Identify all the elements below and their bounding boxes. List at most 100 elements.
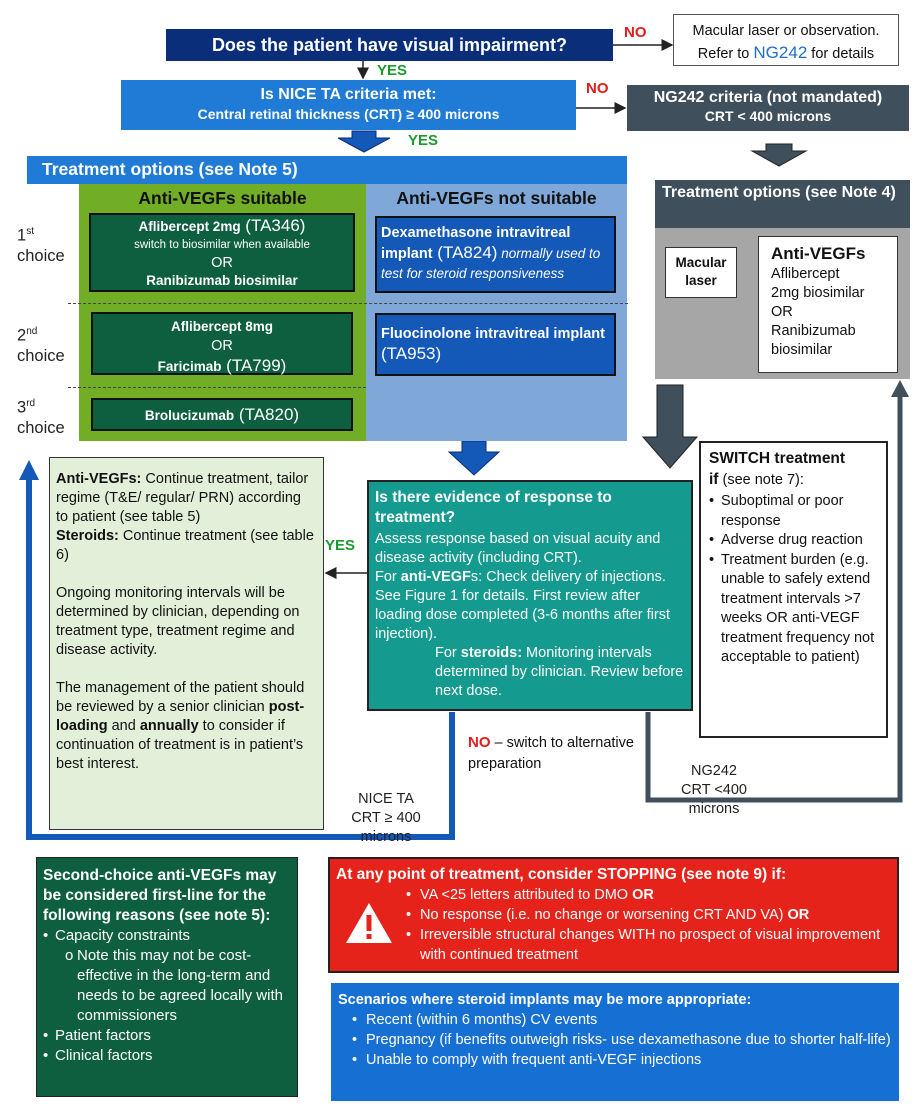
treatment-options-title: Treatment options (see Note 5) [27, 156, 627, 184]
evidence-steroids: For steroids: Monitoring intervals deter… [375, 644, 685, 701]
stop-i2: No response (i.e. no change or worsening… [420, 907, 788, 923]
antivegf4-line: 2mg biosimilar [771, 285, 865, 301]
choice-2-num: 2 [17, 326, 27, 345]
list-item: Recent (within 6 months) CV events [352, 1010, 892, 1030]
list-item: Unable to comply with frequent anti-VEGF… [352, 1050, 892, 1070]
choice-2-label: 2nd choice [17, 322, 65, 366]
ng242-lbl-line: CRT <400 [681, 782, 747, 798]
steroid-scenarios-box: Scenarios where steroid implants may be … [331, 983, 899, 1101]
arrow-options-evidence [447, 440, 501, 476]
arrow-options4-evidence [641, 384, 699, 469]
anti-vegf-biosimilar-box: Anti-VEGFs Aflibercept 2mg biosimilar OR… [758, 236, 898, 373]
b2-name: Fluocinolone intravitreal implant [381, 326, 605, 342]
nice-ta-line: microns [360, 829, 412, 845]
g1-or: OR [211, 255, 233, 271]
divider-2nd-3rd [68, 387, 366, 388]
g3-name: Brolucizumab [144, 408, 235, 423]
list-item: Treatment burden (e.g. unable to safely … [709, 551, 878, 668]
no-switch-no: NO [468, 734, 491, 751]
stopping-criteria-box: At any point of treatment, consider STOP… [328, 857, 899, 973]
options4-title-text: Treatment options (see Note 4) [662, 184, 896, 201]
switch-heading-if: if [709, 470, 719, 488]
q2-line1: Is NICE TA criteria met: [260, 86, 437, 103]
nice-ta-line: NICE TA [358, 791, 414, 807]
antivegf4-line: OR [771, 304, 793, 320]
evidence-t2-pre: For [375, 569, 401, 585]
anti-vegf-not-suitable-heading: Anti-VEGFs not suitable [396, 188, 597, 208]
ng242-criteria-box: NG242 criteria (not mandated) CRT < 400 … [627, 85, 909, 131]
q1-text: Does the patient have visual impairment? [211, 34, 568, 55]
no-label-q2: NO [586, 80, 609, 97]
nice-ta-line: CRT ≥ 400 [351, 810, 421, 826]
steroid-list: Recent (within 6 months) CV events Pregn… [352, 1010, 892, 1070]
list-item: No response (i.e. no change or worsening… [406, 905, 891, 925]
g2-ta: (TA799) [221, 356, 287, 375]
b1-ta: (TA824) [432, 243, 498, 262]
laser-observation-box: Macular laser or observation. Refer to N… [673, 14, 899, 66]
macular-laser-box: Macular laser [665, 247, 737, 298]
g1-note: switch to biosimilar when available [134, 239, 310, 251]
g2-or: OR [211, 338, 233, 354]
list-item: Capacity constraints [43, 926, 291, 946]
continue-p3-b1: post-loading [56, 699, 305, 734]
choice-1-num: 1 [17, 226, 27, 245]
stop-i1-or: OR [632, 887, 654, 903]
switch-heading-note: (see note 7): [718, 471, 804, 488]
second-heading: Second-choice anti-VEGFs may be consider… [43, 867, 277, 924]
g3-ta: (TA820) [234, 405, 300, 424]
evidence-t2-post: s: Check delivery of injections. See Fig… [375, 569, 670, 642]
question-nice-ta-criteria: Is NICE TA criteria met: Central retinal… [121, 80, 576, 130]
loop-nice-ta [26, 478, 455, 840]
divider-1st-2nd [68, 303, 628, 304]
option-aflibercept-8mg: Aflibercept 8mg OR Faricimab (TA799) [91, 312, 353, 375]
macular-laser-text: Macular laser [675, 255, 727, 288]
treatment-options-title-text: Treatment options (see Note 5) [42, 159, 298, 179]
list-item: Patient factors [43, 1026, 291, 1046]
g1-alt: Ranibizumab biosimilar [146, 273, 298, 288]
b1-note: normally used to test for steroid respon… [381, 246, 601, 281]
yes-label-evidence: YES [325, 537, 356, 554]
g2-alt: Faricimab [157, 359, 222, 374]
loop-ng242 [645, 395, 903, 803]
ng242-loop-label: NG242 CRT <400 microns [668, 762, 760, 819]
g1-name: Aflibercept 2mg [138, 219, 241, 234]
ng242-lbl-line: NG242 [691, 763, 737, 779]
list-item: Note this may not be cost-effective in t… [43, 946, 291, 1026]
choice-3-word: choice [17, 418, 65, 437]
list-item: VA <25 letters attributed to DMO OR [406, 885, 891, 905]
warning-icon [346, 903, 392, 943]
continue-p3-t2: and [107, 718, 140, 734]
g2-name: Aflibercept 8mg [170, 319, 274, 334]
b1-name: Dexamethasone intravitreal implant [381, 225, 571, 262]
laser-line1: Macular laser or observation. [692, 23, 880, 39]
choice-1-sup: st [26, 226, 34, 237]
yes-label-q2: YES [408, 132, 439, 149]
option-dexamethasone-implant: Dexamethasone intravitreal implant (TA82… [375, 216, 616, 293]
option-fluocinolone-implant: Fluocinolone intravitreal implant (TA953… [375, 313, 616, 376]
continue-treatment-box: Anti-VEGFs: Continue treatment, tailor r… [49, 457, 324, 830]
laser-line2-post: for details [807, 46, 875, 62]
no-switch-text: – switch to alternative preparation [468, 735, 634, 772]
arrow-ng242-block [750, 143, 808, 167]
switch-list: Suboptimal or poor response Adverse drug… [709, 492, 878, 668]
continue-p3-t3: to consider if continuation of treatment… [56, 718, 304, 772]
laser-line2-pre: Refer to [697, 46, 754, 62]
switch-heading: SWITCH treatment [709, 450, 846, 467]
loop-nice-ta-head [19, 460, 39, 480]
second-list: Capacity constraints Note this may not b… [43, 926, 291, 1066]
b2-ta: (TA953) [381, 344, 442, 363]
question-visual-impairment: Does the patient have visual impairment? [166, 29, 613, 61]
stop-list: VA <25 letters attributed to DMO OR No r… [406, 885, 891, 965]
ng242-line2: CRT < 400 microns [704, 108, 832, 124]
stop-heading: At any point of treatment, consider STOP… [336, 866, 787, 883]
evidence-t2-bold: anti-VEGF [400, 569, 471, 585]
option-aflibercept-2mg: Aflibercept 2mg (TA346) switch to biosim… [89, 213, 355, 292]
evidence-text-1: Assess response based on visual acuity a… [375, 531, 661, 566]
loop-ng242-head [891, 380, 909, 397]
continue-p3: The management of the patient should be … [56, 679, 317, 774]
no-label-q1: NO [624, 24, 647, 41]
continue-antivegf-text: Continue treatment, tailor regime (T&E/ … [56, 471, 309, 525]
ng242-link[interactable]: NG242 [753, 43, 808, 62]
evidence-heading: Is there evidence of response to treatme… [375, 489, 612, 526]
